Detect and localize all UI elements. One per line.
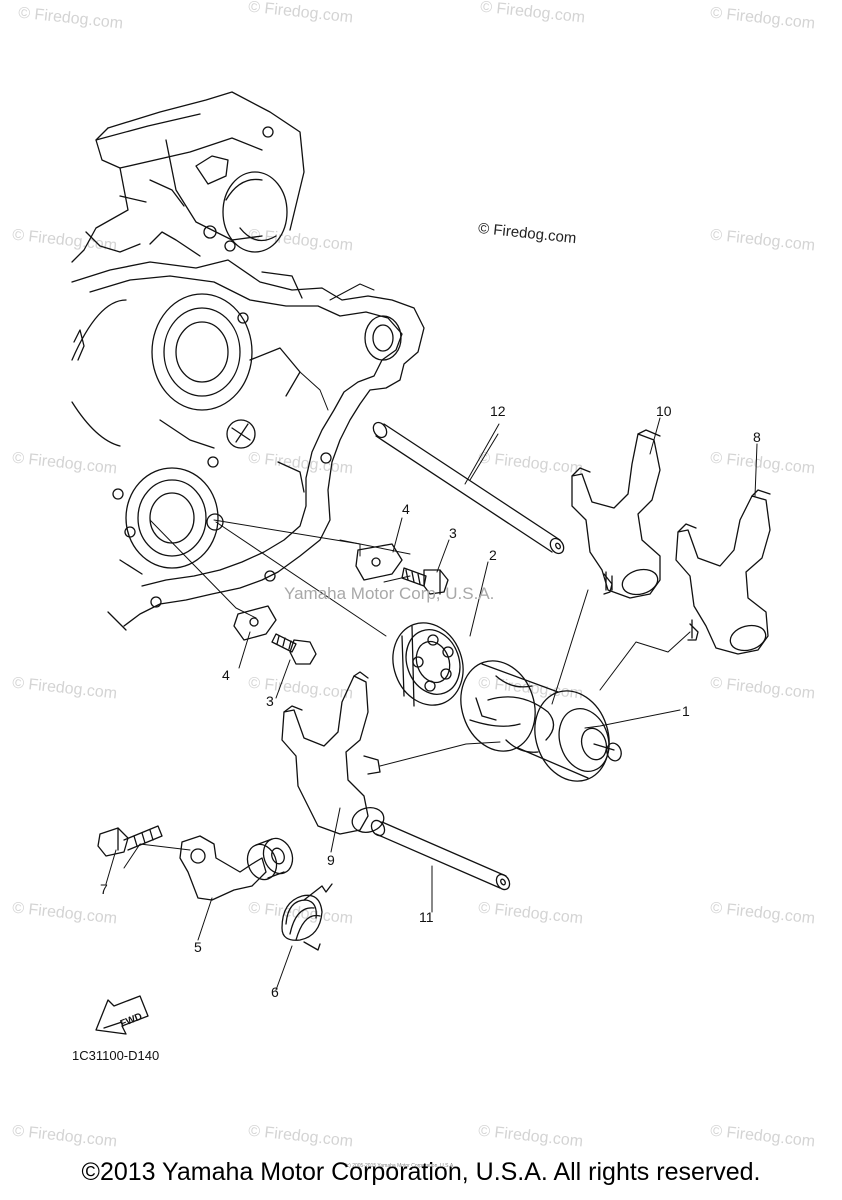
callout-3-lower: 3 xyxy=(266,693,274,709)
bolt-7 xyxy=(97,825,163,857)
bolt-3-lower xyxy=(271,633,317,665)
callout-11: 11 xyxy=(419,909,434,925)
spring-6 xyxy=(281,883,333,951)
callout-8: 8 xyxy=(753,429,761,445)
plate-4-lower xyxy=(233,605,277,641)
roller xyxy=(246,837,294,881)
callout-7: 7 xyxy=(100,881,108,897)
callout-4-upper: 4 xyxy=(402,501,410,517)
diagram-code: 1C31100-D140 xyxy=(72,1048,160,1063)
callout-3-upper: 3 xyxy=(449,525,457,541)
plate-4-upper xyxy=(355,543,403,581)
shift-fork-10 xyxy=(571,429,661,599)
shift-drum-1 xyxy=(460,660,622,782)
stopper-lever-5 xyxy=(179,835,267,901)
tiny-copyright: (c) 2005-2015 Yamaha Motor Corporation, … xyxy=(345,1163,455,1169)
callout-12: 12 xyxy=(490,403,506,419)
shift-fork-shaft-12 xyxy=(372,421,565,555)
copyright-footer: ©2013 Yamaha Motor Corporation, U.S.A. A… xyxy=(81,1158,761,1186)
callout-5: 5 xyxy=(194,939,202,955)
callout-4-lower: 4 xyxy=(222,667,230,683)
bearing-2 xyxy=(392,622,464,707)
fwd-label: FWD xyxy=(119,1011,144,1030)
shift-fork-shaft-11 xyxy=(370,819,511,891)
callout-9: 9 xyxy=(327,852,335,868)
callout-1: 1 xyxy=(682,703,690,719)
callout-10: 10 xyxy=(656,403,672,419)
crankcase xyxy=(71,91,425,631)
callout-2: 2 xyxy=(489,547,497,563)
callout-6: 6 xyxy=(271,984,279,1000)
bolt-3-upper xyxy=(401,567,449,595)
leader-lines xyxy=(105,283,758,991)
inline-watermark: Yamaha Motor Corp, U.S.A. xyxy=(284,584,495,603)
shift-fork-9 xyxy=(281,671,385,835)
fwd-arrow xyxy=(95,995,149,1035)
shift-fork-8 xyxy=(675,489,771,655)
